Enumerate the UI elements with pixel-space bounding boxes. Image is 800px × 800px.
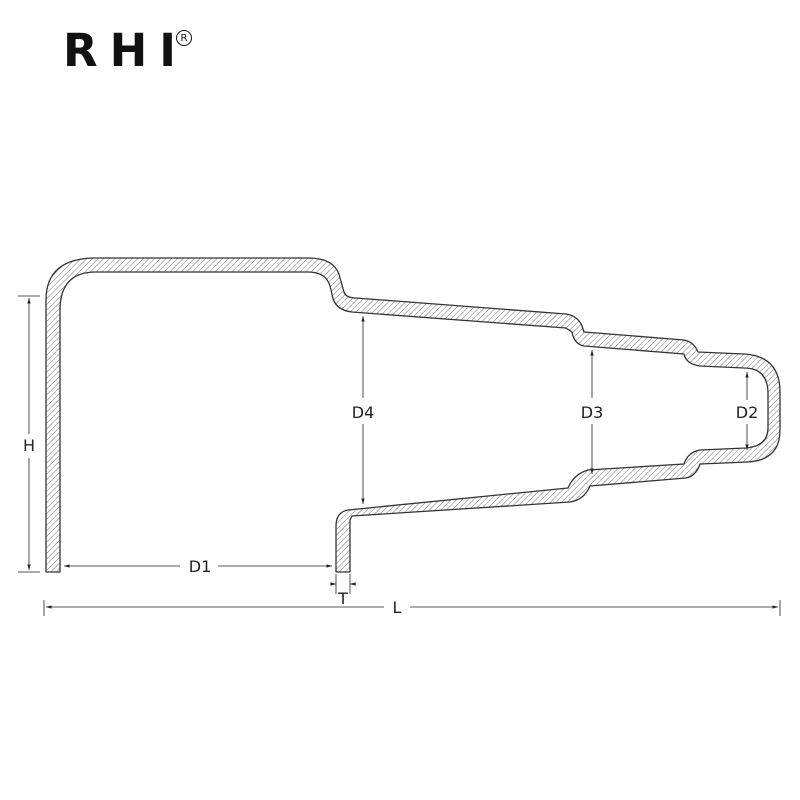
dimension-t: T xyxy=(330,574,356,608)
dimension-d4: D4 xyxy=(352,316,375,504)
label-h: H xyxy=(23,436,35,455)
label-d4: D4 xyxy=(352,403,375,422)
registered-trademark-icon: R xyxy=(176,30,192,46)
label-d3: D3 xyxy=(581,403,604,422)
dimension-l: L xyxy=(43,598,781,617)
boot-profile-wall xyxy=(45,257,781,573)
dimension-d2: D2 xyxy=(736,372,759,450)
label-d1: D1 xyxy=(189,557,212,576)
dimension-d1: D1 xyxy=(63,557,332,576)
rhi-logo: RHI xyxy=(63,24,189,77)
label-l: L xyxy=(393,598,402,617)
label-d2: D2 xyxy=(736,403,759,422)
dimension-d3: D3 xyxy=(581,350,604,474)
dimension-h: H xyxy=(18,295,40,573)
label-t: T xyxy=(337,589,348,608)
